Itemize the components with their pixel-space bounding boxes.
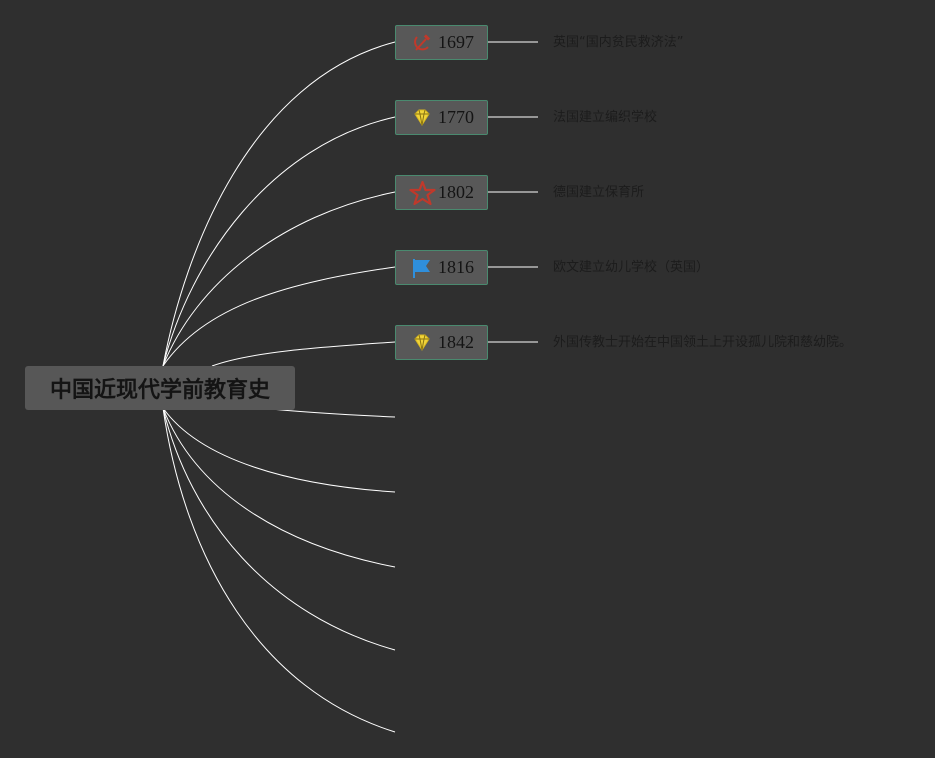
topic-note[interactable]: 英国“国内贫民救济法” bbox=[553, 35, 684, 50]
root-topic-label: 中国近现代学前教育史 bbox=[49, 378, 270, 403]
branch-link-1802 bbox=[162, 191, 396, 367]
flag-icon bbox=[413, 259, 430, 278]
topic-node-1697[interactable]: 1697 bbox=[395, 25, 488, 60]
topic-note[interactable]: 法国建立编织学校 bbox=[553, 110, 658, 125]
topic-year: 1842 bbox=[438, 332, 474, 352]
topic-year: 1697 bbox=[438, 32, 474, 52]
branch-link-empty-5 bbox=[162, 407, 396, 733]
topic-node-1802[interactable]: 1802 bbox=[395, 175, 488, 210]
branch-link-empty-2 bbox=[162, 407, 396, 493]
star-icon bbox=[409, 180, 436, 206]
topic-node-1816[interactable]: 1816 bbox=[395, 250, 488, 285]
topic-node-1842[interactable]: 1842 bbox=[395, 325, 488, 360]
topic-note[interactable]: 欧文建立幼儿学校（英国） bbox=[553, 260, 710, 275]
branch-link-empty-3 bbox=[162, 407, 396, 568]
branch-link-empty-4 bbox=[162, 407, 396, 651]
root-topic[interactable]: 中国近现代学前教育史 bbox=[25, 366, 295, 410]
topic-year: 1816 bbox=[438, 257, 474, 277]
branch-link-1816 bbox=[162, 266, 396, 367]
branch-link-1770 bbox=[162, 116, 396, 367]
topic-year: 1802 bbox=[438, 182, 474, 202]
topic-note[interactable]: 德国建立保育所 bbox=[553, 185, 645, 200]
branch-link-1697 bbox=[162, 41, 396, 367]
topic-node-1770[interactable]: 1770 bbox=[395, 100, 488, 135]
diamond-icon bbox=[414, 109, 430, 126]
topic-note[interactable]: 外国传教士开始在中国领土上开设孤儿院和慈幼院。 bbox=[553, 335, 853, 350]
topic-year: 1770 bbox=[438, 107, 474, 127]
diamond-icon bbox=[414, 334, 430, 351]
branch-link-1842 bbox=[211, 341, 396, 367]
hammer-sickle-icon bbox=[414, 34, 431, 51]
